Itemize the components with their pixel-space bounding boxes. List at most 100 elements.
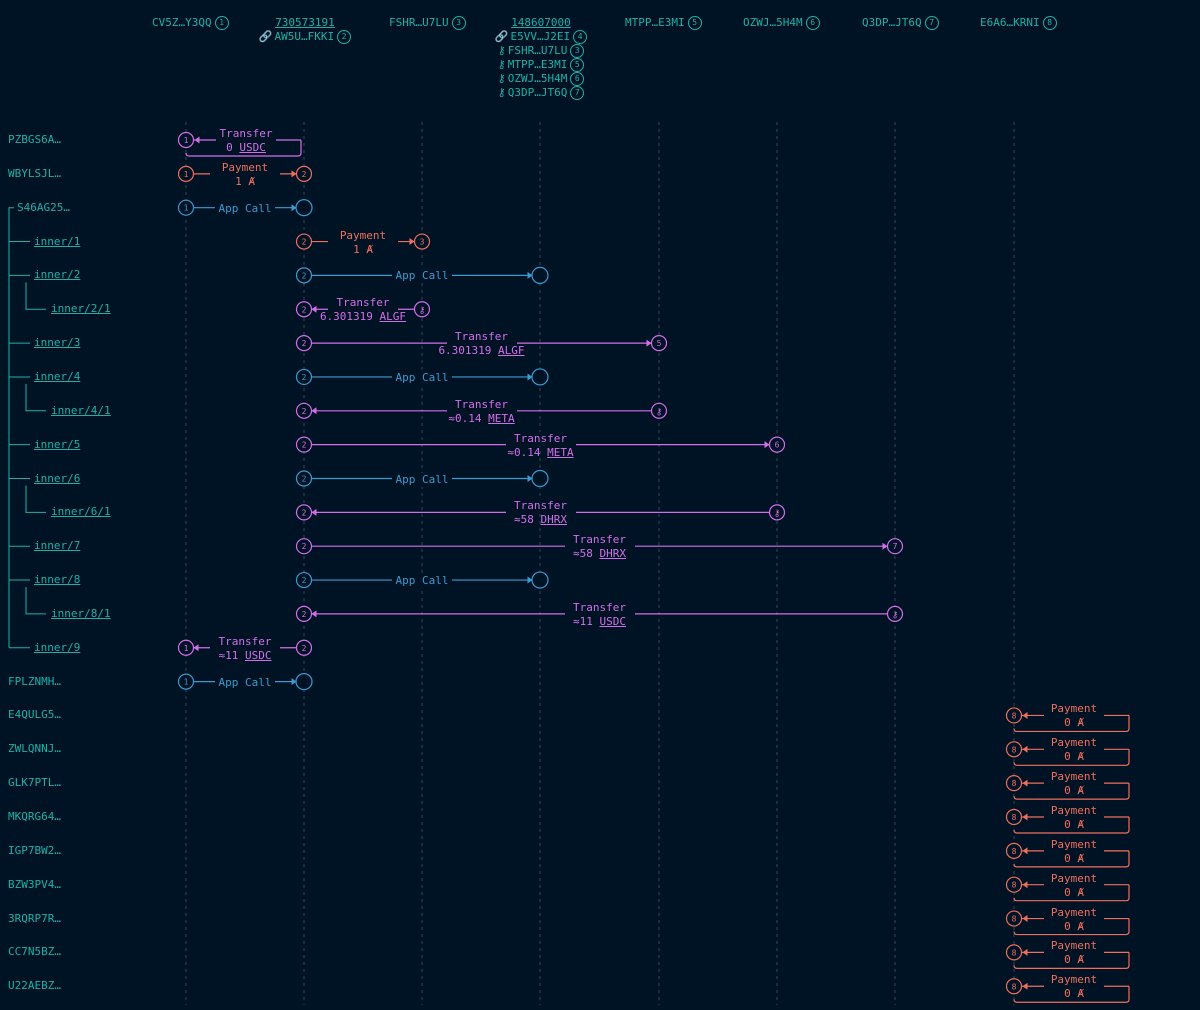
application-node (531, 469, 549, 488)
amount-value: 0 (1064, 953, 1078, 967)
key-icon: ⚷ (497, 44, 506, 57)
account-node (295, 571, 313, 589)
transaction-id-label[interactable]: U22AEBZ… (8, 979, 61, 993)
transaction-id-label[interactable]: inner/2 (34, 268, 81, 282)
account-node (413, 233, 431, 250)
arrowhead (311, 305, 317, 313)
key-icon: ⚷ (419, 306, 426, 316)
transaction-id-label[interactable]: inner/2/1 (51, 302, 111, 316)
transaction-id-label[interactable]: inner/6/1 (51, 505, 111, 519)
transaction-id-label[interactable]: MKQRG64… (8, 810, 61, 823)
asset-link[interactable]: USDC (239, 141, 266, 154)
transaction-amount-label: 1 Ⱥ (195, 175, 295, 189)
transaction-id-label[interactable]: inner/3 (34, 336, 81, 350)
asset-link: Ⱥ (366, 242, 373, 256)
transaction-id-label[interactable]: S46AG25… (17, 200, 70, 214)
amount-value: ≈58 (573, 547, 600, 561)
transaction-type-label: Transfer (505, 499, 576, 514)
transaction-amount-label: 0 Ⱥ (1034, 750, 1114, 764)
account-node (1005, 707, 1023, 724)
account-node-number: 8 (1012, 982, 1017, 991)
transaction-amount-label: ≈0.14 META (491, 446, 591, 460)
transaction-id-label[interactable]: CC7N5BZ… (8, 945, 61, 959)
transaction-id-label[interactable]: GLK7PTL… (8, 776, 61, 790)
transaction-amount-label: 0 Ⱥ (1034, 920, 1114, 934)
account-node (295, 335, 313, 352)
transaction-id-label[interactable]: inner/1 (34, 234, 81, 248)
asset-link[interactable]: META (488, 411, 515, 425)
transaction-id-label[interactable]: inner/4/1 (51, 403, 111, 417)
swimlanes (185, 122, 1015, 1005)
transaction-id-label[interactable]: WBYLSJL… (8, 166, 61, 180)
account-node-number: 2 (302, 238, 307, 247)
amount-value: 0 (1064, 818, 1078, 831)
transaction-type-label: Payment (210, 160, 280, 175)
amount-value: ≈11 (573, 614, 600, 628)
asset-link[interactable]: META (547, 445, 574, 459)
self-loop-path (185, 140, 302, 157)
application-id-link[interactable]: 148607000 (511, 16, 571, 29)
key-icon: ⚷ (656, 407, 663, 417)
transaction-id-label[interactable]: 3RQRP7R… (8, 911, 61, 925)
account-number-badge: 4 (573, 30, 588, 44)
account-node (177, 165, 195, 182)
asset-link: Ⱥ (1077, 716, 1084, 730)
account-node (1005, 808, 1023, 826)
account-node-number: 2 (302, 373, 307, 382)
transaction-amount-label: 0 Ⱥ (1034, 886, 1114, 900)
application-id-link[interactable]: 730573191 (275, 16, 335, 29)
transaction-id-label[interactable]: E4QULG5… (8, 708, 61, 722)
transaction-id-label[interactable]: inner/6 (34, 471, 81, 485)
account-node-number: 1 (184, 170, 189, 179)
asset-link[interactable]: ALGF (498, 344, 525, 358)
amount-value: 0 (1064, 716, 1078, 730)
transaction-id-label[interactable]: IGP7BW2… (8, 843, 61, 857)
account-address: AW5U…FKKI (274, 30, 335, 43)
asset-link[interactable]: ALGF (379, 310, 407, 324)
arrowhead (1022, 711, 1028, 719)
asset-link[interactable]: USDC (245, 648, 272, 662)
transaction-type-label: Transfer (216, 127, 276, 141)
account-node-number: 8 (1012, 948, 1017, 957)
account-number-badge: 5 (687, 16, 702, 30)
transaction-id-label[interactable]: inner/4 (34, 369, 81, 383)
transaction-type-label: Payment (1044, 905, 1104, 920)
asset-link[interactable]: USDC (599, 614, 627, 628)
transaction-id-label[interactable]: PZBGS6A… (8, 133, 61, 146)
account-node (295, 470, 313, 487)
asset-link[interactable]: DHRX (540, 513, 568, 527)
account-node-number: 2 (302, 508, 307, 517)
account-node-number: 2 (302, 576, 307, 585)
transaction-id-label[interactable]: BZW3PV4… (8, 877, 61, 891)
transaction-tree-lines (8, 207, 46, 649)
transaction-id-label[interactable]: inner/7 (34, 539, 81, 553)
transaction-type-label: Payment (1044, 871, 1104, 886)
transaction-type-label: Transfer (446, 397, 517, 412)
asset-link[interactable]: DHRX (599, 547, 627, 561)
transaction-id-label[interactable]: inner/9 (34, 640, 81, 654)
application-node (531, 266, 549, 284)
account-node-number: 5 (657, 339, 662, 348)
tree-branch (25, 485, 46, 513)
transaction-id-label[interactable]: FPLZNMH… (8, 674, 61, 688)
transaction-id-label[interactable]: inner/5 (34, 437, 81, 451)
transaction-id-label[interactable]: ZWLQNNJ… (8, 742, 61, 756)
transaction-id-label[interactable]: inner/8 (34, 573, 81, 587)
asset-link: Ⱥ (1077, 750, 1084, 764)
transaction-amount-label: 0 Ⱥ (1034, 852, 1114, 866)
transaction-amount-label: 6.301319 ALGF (313, 310, 413, 324)
transaction-id-label[interactable]: inner/8/1 (51, 606, 111, 620)
